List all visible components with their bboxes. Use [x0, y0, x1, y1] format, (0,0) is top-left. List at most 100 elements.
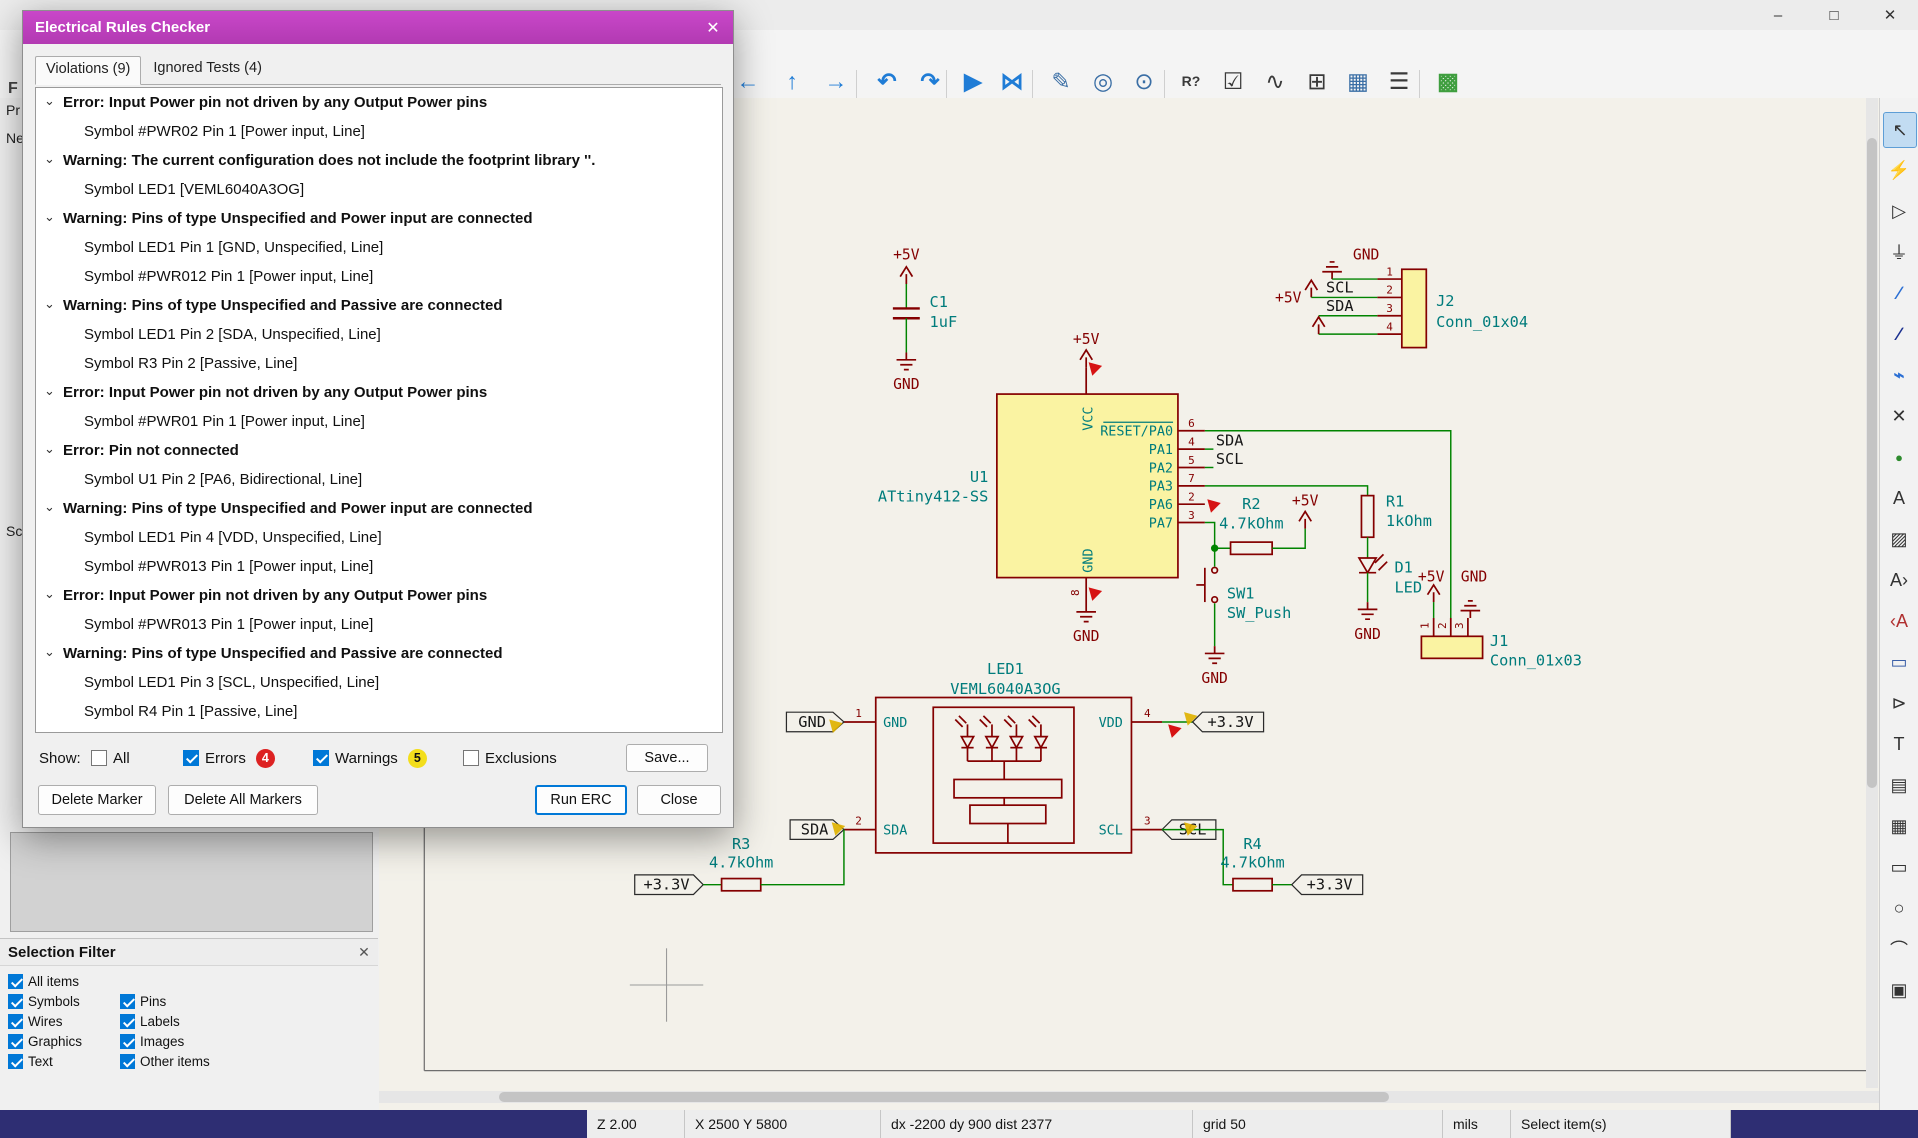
violation-item[interactable]: Symbol #PWR013 Pin 1 [Power input, Line]: [36, 552, 722, 581]
vertical-scrollbar[interactable]: [1866, 98, 1878, 1088]
run-erc-button[interactable]: Run ERC: [535, 785, 627, 815]
violation-item[interactable]: Symbol U1 Pin 2 [PA6, Bidirectional, Lin…: [36, 465, 722, 494]
navigate-up-icon[interactable]: ↑: [773, 62, 811, 100]
image-icon[interactable]: ▣: [1883, 973, 1915, 1007]
power-label[interactable]: +5V: [893, 246, 920, 263]
violation-item[interactable]: Symbol #PWR02 Pin 1 [Power input, Line]: [36, 117, 722, 146]
violation-item[interactable]: Symbol #PWR013 Pin 1 [Power input, Line]: [36, 610, 722, 639]
place-symbol-icon[interactable]: ▷: [1883, 194, 1915, 228]
chevron-down-icon[interactable]: ⌄: [44, 383, 56, 399]
chevron-down-icon[interactable]: ⌄: [44, 93, 56, 109]
symbol-sw1[interactable]: SW1 SW_Push GND: [1196, 548, 1291, 687]
net-label-icon[interactable]: A: [1883, 481, 1915, 515]
tab-violations[interactable]: Violations (9): [35, 56, 141, 85]
checkbox-checked-icon[interactable]: [8, 1034, 23, 1049]
value-sw1[interactable]: SW_Push: [1227, 604, 1291, 622]
draw-bus-icon[interactable]: ∕: [1883, 317, 1915, 351]
highlight-net-icon[interactable]: ⚡: [1883, 153, 1915, 187]
filter-other-items[interactable]: Other items: [120, 1054, 378, 1069]
chevron-down-icon[interactable]: ⌄: [44, 151, 56, 167]
violations-list[interactable]: ⌄Error: Input Power pin not driven by an…: [35, 87, 723, 733]
simulator-icon[interactable]: ∿: [1256, 62, 1294, 100]
filter-graphics[interactable]: Graphics: [8, 1034, 120, 1049]
rectangle-icon[interactable]: ▭: [1883, 850, 1915, 884]
find-symbol-icon[interactable]: ◎: [1084, 62, 1122, 100]
erc-error-marker[interactable]: [1089, 362, 1102, 375]
filter-exclusions-checkbox[interactable]: Exclusions: [463, 750, 557, 767]
close-icon[interactable]: ✕: [693, 18, 733, 38]
ref-r3[interactable]: R3: [732, 835, 750, 853]
erc-error-marker[interactable]: [1168, 724, 1181, 737]
save-button[interactable]: Save...: [626, 744, 708, 772]
draw-wire-icon[interactable]: ∕: [1883, 276, 1915, 310]
violation-group[interactable]: ⌄Warning: Pins of type Unspecified and P…: [36, 291, 722, 320]
chevron-down-icon[interactable]: ⌄: [44, 209, 56, 225]
power-label[interactable]: GND: [1073, 628, 1100, 645]
edit-footprint-icon[interactable]: ⊙: [1125, 62, 1163, 100]
ref-j1[interactable]: J1: [1490, 632, 1508, 650]
ref-led1[interactable]: LED1: [987, 660, 1024, 678]
chevron-down-icon[interactable]: ⌄: [44, 296, 56, 312]
sheet-pin-icon[interactable]: ⊳: [1883, 686, 1915, 720]
checkbox-checked-icon[interactable]: [120, 1034, 135, 1049]
violation-item[interactable]: Symbol R3 Pin 2 [Passive, Line]: [36, 349, 722, 378]
checkbox-checked-icon[interactable]: [313, 750, 329, 766]
mirror-icon[interactable]: ⋈: [993, 62, 1031, 100]
redo-icon[interactable]: ↷: [911, 62, 949, 100]
erc-warning-marker[interactable]: [829, 720, 842, 733]
checkbox-checked-icon[interactable]: [8, 974, 23, 989]
checkbox-checked-icon[interactable]: [8, 1014, 23, 1029]
chevron-down-icon[interactable]: ⌄: [44, 441, 56, 457]
chevron-down-icon[interactable]: ⌄: [44, 586, 56, 602]
power-label[interactable]: +5V: [1418, 568, 1445, 585]
symbol-j1[interactable]: +5V GND 1 2 3 J1 Conn_01x03: [1418, 568, 1582, 669]
edit-symbol-icon[interactable]: ✎: [1042, 62, 1080, 100]
checkbox-checked-icon[interactable]: [8, 1054, 23, 1069]
value-r4[interactable]: 4.7kOhm: [1220, 854, 1284, 872]
violation-group[interactable]: ⌄Error: Input Power pin not driven by an…: [36, 581, 722, 610]
run-icon[interactable]: ▶: [954, 62, 992, 100]
global-label-icon[interactable]: A›: [1883, 563, 1915, 597]
violation-group[interactable]: ⌄Warning: The current configuration does…: [36, 146, 722, 175]
chevron-down-icon[interactable]: ⌄: [44, 644, 56, 660]
filter-symbols[interactable]: Symbols: [8, 994, 120, 1009]
violation-group[interactable]: ⌄Error: Input Power pin not driven by an…: [36, 378, 722, 407]
checkbox-checked-icon[interactable]: [183, 750, 199, 766]
violation-group[interactable]: ⌄Error: Input Power pin not driven by an…: [36, 88, 722, 117]
power-label[interactable]: GND: [893, 376, 919, 393]
arc-icon[interactable]: ⌒: [1883, 932, 1915, 966]
no-connect-icon[interactable]: ✕: [1883, 399, 1915, 433]
symbol-led1[interactable]: LED1 VEML6040A3OG: [786, 660, 1263, 853]
tab-ignored-tests[interactable]: Ignored Tests (4): [143, 56, 272, 84]
global-label-3v3[interactable]: +3.3V: [644, 876, 690, 894]
erc-error-marker[interactable]: [1207, 499, 1220, 512]
violation-group[interactable]: ⌄Warning: Pins of type Unspecified and P…: [36, 204, 722, 233]
power-label[interactable]: GND: [1353, 246, 1380, 263]
vertical-scrollbar-thumb[interactable]: [1867, 138, 1877, 788]
checkbox-unchecked-icon[interactable]: [91, 750, 107, 766]
value-r1[interactable]: 1kOhm: [1386, 512, 1432, 530]
power-label[interactable]: +5V: [1292, 492, 1319, 509]
net-label-sda[interactable]: SDA: [1326, 297, 1354, 315]
symbol-r2[interactable]: +5V R2 4.7kOhm: [1211, 492, 1319, 554]
erc-icon[interactable]: ☑: [1214, 62, 1252, 100]
text-icon[interactable]: T: [1883, 727, 1915, 761]
filter-errors-checkbox[interactable]: Errors 4: [183, 749, 275, 768]
value-r3[interactable]: 4.7kOhm: [709, 854, 773, 872]
horizontal-scrollbar[interactable]: [379, 1091, 1879, 1103]
symbol-j2[interactable]: 1 2 3 4 GND +5V SCL SDA J2 Conn_01x04: [1275, 246, 1528, 347]
junction-icon[interactable]: ●: [1883, 440, 1915, 474]
violation-item[interactable]: Symbol R4 Pin 1 [Passive, Line]: [36, 697, 722, 726]
checkbox-checked-icon[interactable]: [120, 1014, 135, 1029]
violation-group[interactable]: ⌄Error: Pin not connected: [36, 436, 722, 465]
filter-pins[interactable]: Pins: [120, 994, 378, 1009]
ref-sw1[interactable]: SW1: [1227, 584, 1255, 602]
delete-all-markers-button[interactable]: Delete All Markers: [168, 785, 318, 815]
navigate-back-icon[interactable]: ←: [729, 62, 767, 100]
net-label-scl[interactable]: SCL: [1326, 279, 1354, 297]
checkbox-checked-icon[interactable]: [8, 994, 23, 1009]
erc-dialog-titlebar[interactable]: Electrical Rules Checker ✕: [23, 11, 733, 44]
erc-error-marker[interactable]: [1089, 587, 1102, 600]
global-label-3v3[interactable]: +3.3V: [1307, 876, 1353, 894]
filter-all-checkbox[interactable]: All: [91, 750, 130, 767]
